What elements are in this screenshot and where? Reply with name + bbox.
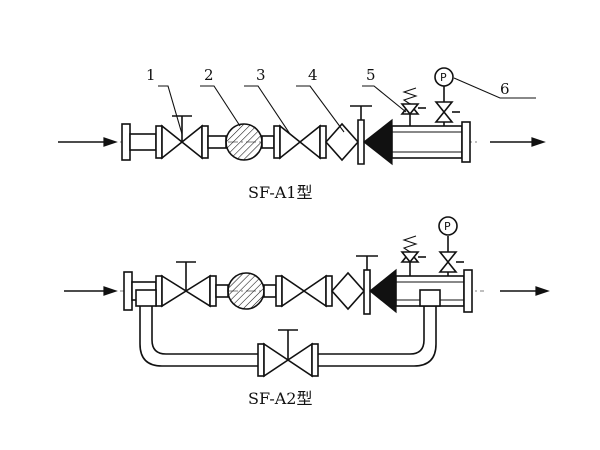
filter-2 [225,123,263,161]
relief-valve-5 [400,87,426,126]
outlet-pipe [391,125,463,159]
label-1: 1 [146,66,156,84]
check-valve-3 [273,124,327,160]
outlet-arrow [490,137,546,147]
check-valve-bottom [275,274,333,308]
assembly-sf-a1: P 1 2 3 4 5 6 SF-A1型 [58,66,546,202]
label-6: 6 [500,80,510,98]
gauge-symbol-top: P [440,71,447,84]
outlet-arrow-bottom [500,286,550,296]
outlet-flange-bottom [463,269,473,313]
assembly-sf-a2: P SF-A2型 [64,216,550,408]
bypass-pipe [135,289,441,367]
regulator-valve-4 [324,105,393,166]
gate-valve-1 [161,115,209,160]
leader-lines-top [158,77,536,135]
inlet-arrow [58,137,118,147]
title-sf-a1: SF-A1型 [248,183,313,202]
inlet-arrow-bottom [64,286,118,296]
pressure-gauge-bottom [438,216,464,276]
outlet-flange [461,121,471,163]
relief-valve-bottom [400,235,426,276]
pressure-gauge-6 [434,67,460,126]
label-5: 5 [366,66,376,84]
gauge-symbol-bottom: P [444,220,451,233]
bypass-valve [257,329,319,378]
filter-bottom [227,272,265,310]
gate-valve-bottom [161,261,217,308]
label-4: 4 [308,66,318,84]
regulator-valve-bottom [330,255,397,315]
label-3: 3 [256,66,266,84]
label-2: 2 [204,66,214,84]
title-sf-a2: SF-A2型 [248,389,313,408]
inlet-flange [121,123,163,161]
